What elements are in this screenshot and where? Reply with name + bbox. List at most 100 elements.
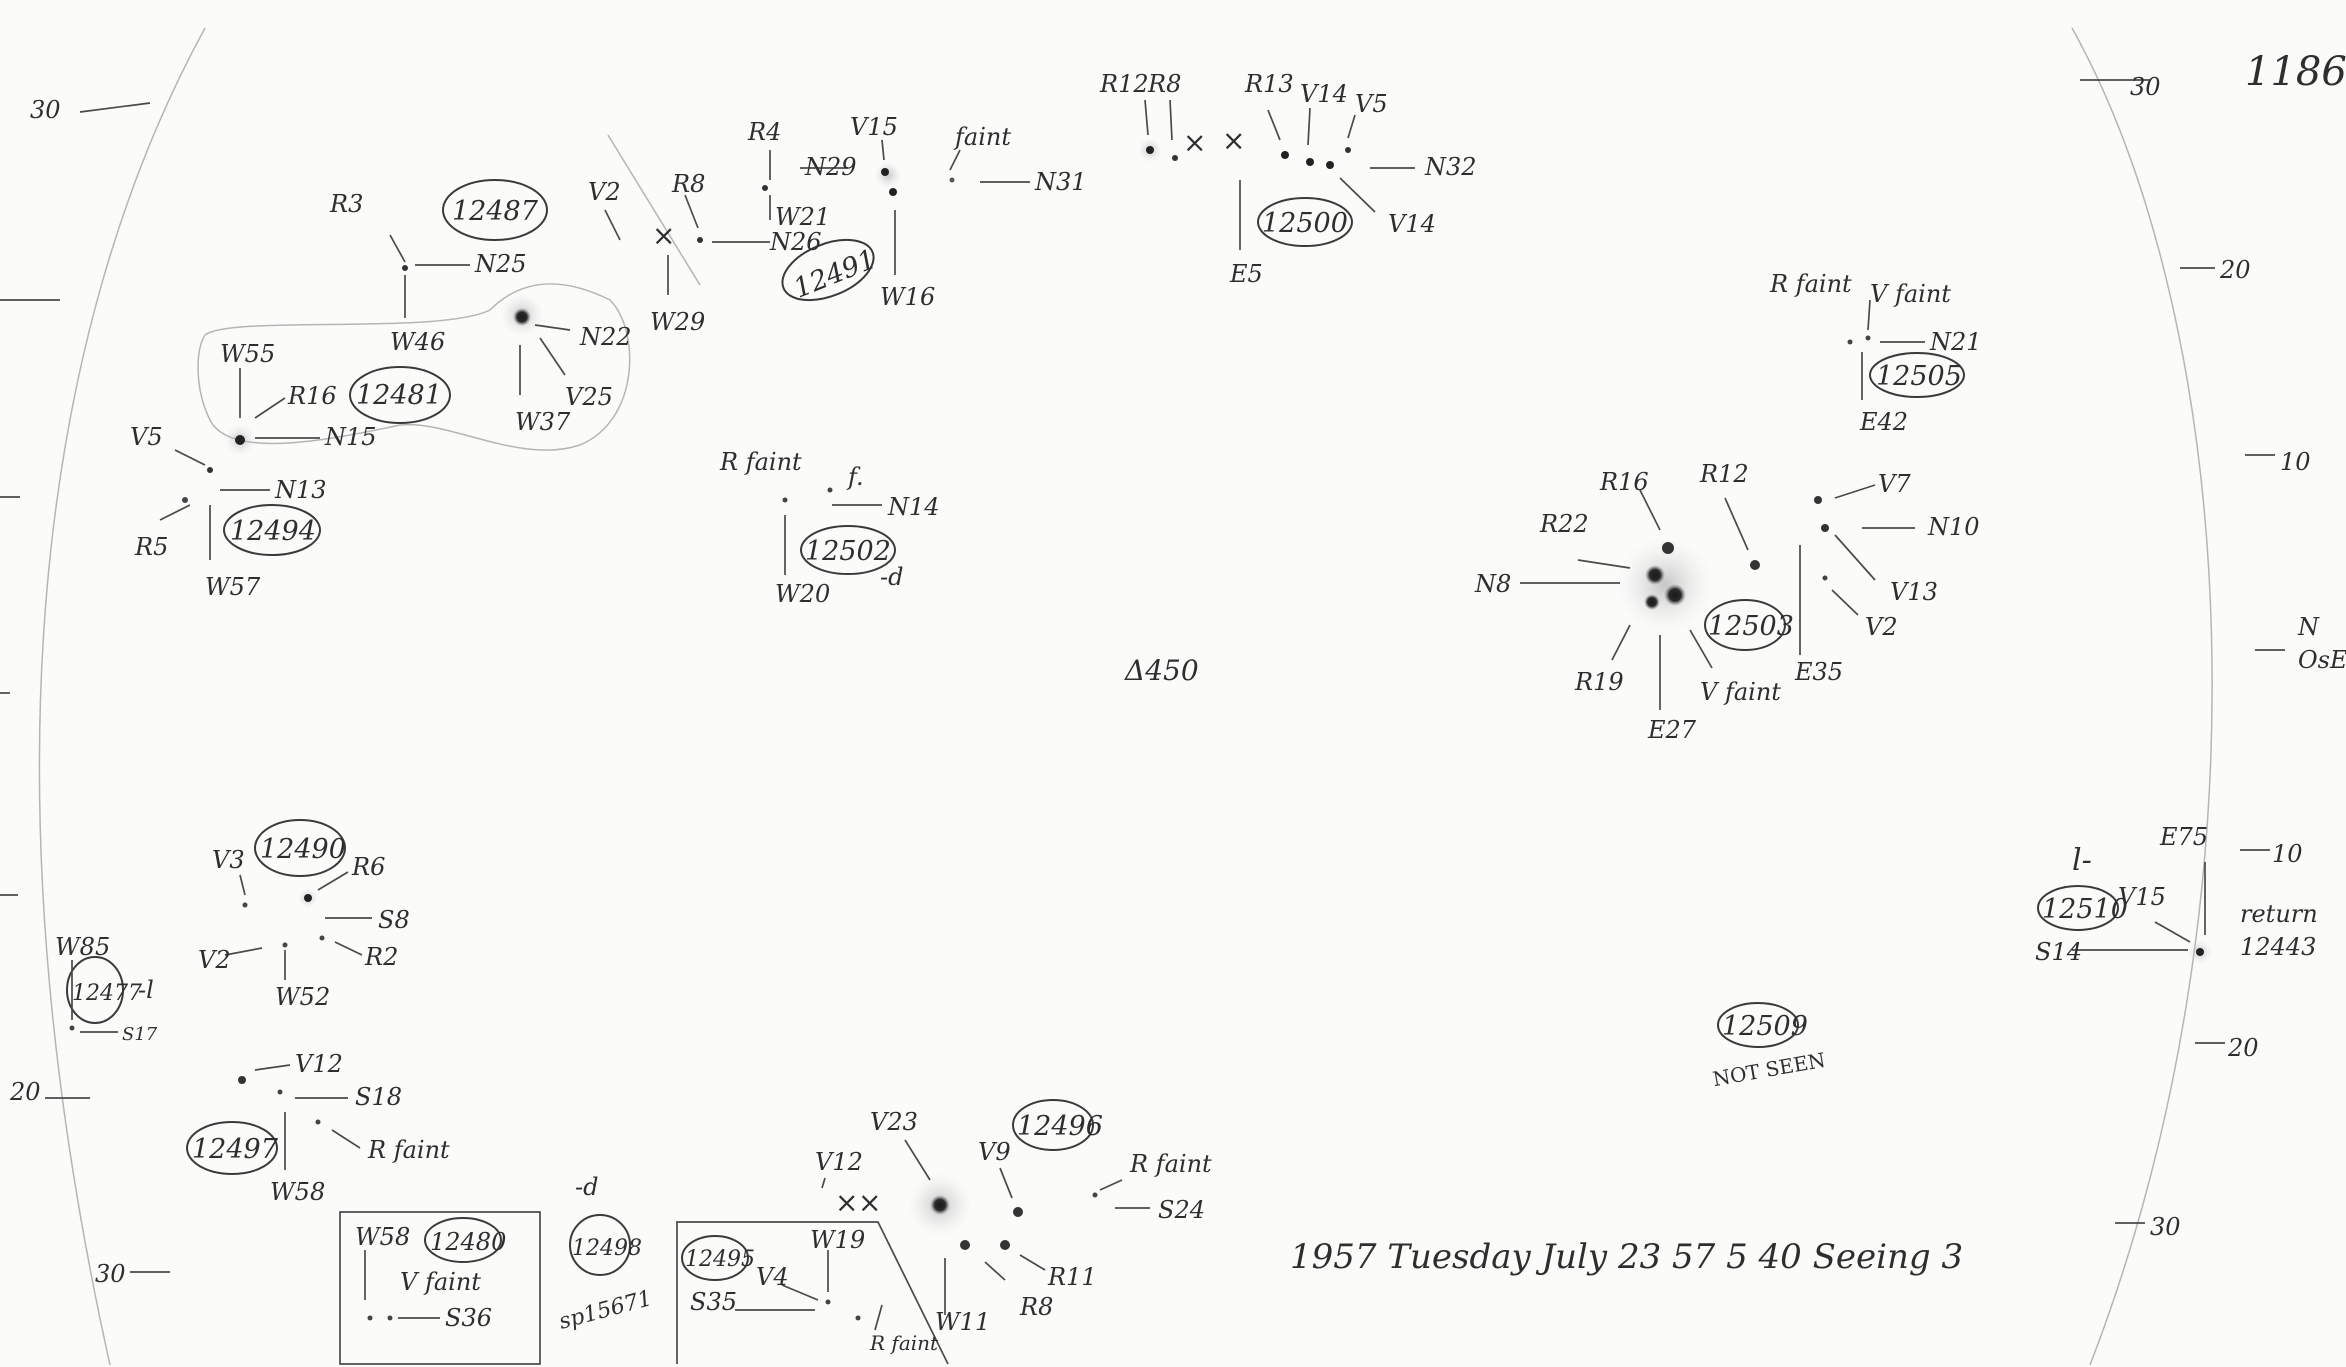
sunspot — [825, 1299, 831, 1305]
group-12498: 12498 -d sp15671 — [556, 1173, 655, 1335]
sunspot — [513, 308, 531, 326]
sunspot — [1645, 565, 1665, 585]
svg-text:30: 30 — [2150, 1213, 2181, 1241]
group-12510: 12510 E75 l- V15 return 12443 S14 — [2035, 823, 2318, 966]
svg-text:R11: R11 — [1047, 1263, 1097, 1291]
cross-mark: × — [652, 219, 675, 252]
group-number-ring — [223, 504, 321, 556]
sunspot — [930, 1195, 950, 1215]
sunspot — [182, 497, 188, 503]
svg-text:V13: V13 — [1890, 578, 1938, 606]
sunspot — [1821, 524, 1829, 532]
svg-text:OsE: OsE — [2298, 646, 2346, 674]
group-12497: 12497 V12 S18 R faint W58 — [186, 1050, 450, 1206]
svg-text:V23: V23 — [870, 1108, 918, 1136]
group-number-ring — [2037, 885, 2119, 931]
svg-text:V14: V14 — [1388, 210, 1436, 238]
svg-text:R faint: R faint — [719, 448, 802, 476]
svg-text:N13: N13 — [274, 476, 327, 504]
group-12502: 12502 R faint f. N14 W20 -d — [719, 448, 940, 608]
group-12477: 12477 W85 -l S17 — [55, 933, 158, 1045]
svg-text:E27: E27 — [1647, 716, 1697, 744]
group-number-ring — [1717, 1002, 1799, 1048]
svg-text:R faint: R faint — [367, 1136, 450, 1164]
svg-text:R5: R5 — [134, 533, 168, 561]
svg-text:N26: N26 — [769, 228, 822, 256]
svg-text:l-: l- — [2072, 843, 2092, 878]
svg-text:f.: f. — [846, 463, 864, 491]
group-number-ring — [66, 956, 124, 1024]
svg-text:-d: -d — [575, 1173, 598, 1201]
svg-text:N14: N14 — [887, 493, 940, 521]
sunspot — [697, 237, 703, 243]
group-number-ring — [349, 366, 451, 424]
svg-text:30: 30 — [95, 1260, 126, 1288]
sunspot — [277, 1089, 283, 1095]
svg-text:V2: V2 — [198, 946, 231, 974]
svg-text:R19: R19 — [1574, 668, 1624, 696]
svg-text:N29: N29 — [804, 153, 857, 181]
group-12495: 12495 W19 V4 S35 R faint — [676, 1221, 949, 1365]
group-12480: 12480 W58 V faint S36 — [339, 1211, 541, 1365]
svg-text:W11: W11 — [935, 1308, 990, 1336]
svg-text:R12: R12 — [1699, 460, 1749, 488]
svg-text:V faint: V faint — [1870, 280, 1951, 308]
sunspot — [827, 487, 833, 493]
svg-text:V9: V9 — [978, 1138, 1011, 1166]
svg-text:W58: W58 — [270, 1178, 325, 1206]
svg-text:W58: W58 — [355, 1223, 410, 1251]
svg-text:V15: V15 — [2118, 883, 2166, 911]
group-number-ring — [254, 819, 346, 877]
sunspot — [1644, 594, 1660, 610]
group-number: 12500 — [1262, 208, 1348, 239]
sunspot — [1306, 158, 1314, 166]
group-number: 12505 — [1876, 361, 1962, 392]
group-number-ring — [569, 1214, 631, 1276]
svg-text:R16: R16 — [287, 382, 337, 410]
sunspot — [1172, 155, 1178, 161]
sunspot — [1822, 575, 1828, 581]
svg-text:20: 20 — [2227, 1034, 2259, 1062]
svg-text:N10: N10 — [1927, 513, 1980, 541]
svg-text:W21: W21 — [775, 203, 830, 231]
sunspot — [782, 497, 788, 503]
sunspot — [304, 894, 312, 902]
svg-text:V4: V4 — [756, 1263, 789, 1291]
svg-text:V15: V15 — [850, 113, 898, 141]
svg-text:W37: W37 — [515, 408, 571, 436]
svg-text:V25: V25 — [565, 383, 613, 411]
sunspot — [1146, 146, 1154, 154]
group-number: 12498 — [572, 1236, 642, 1261]
group-number: 12510 — [2042, 894, 2128, 925]
svg-text:W52: W52 — [275, 983, 330, 1011]
svg-text:30: 30 — [30, 96, 61, 124]
sunspot — [207, 467, 213, 473]
svg-text:R13: R13 — [1244, 70, 1294, 98]
svg-text:R faint: R faint — [869, 1331, 939, 1355]
svg-text:V faint: V faint — [400, 1268, 481, 1296]
group-12509: 12509 NOT SEEN — [1711, 1002, 1827, 1091]
sunspot — [319, 935, 325, 941]
svg-text:sp15671: sp15671 — [556, 1286, 655, 1335]
svg-text:V14: V14 — [1300, 80, 1348, 108]
svg-text:S36: S36 — [445, 1304, 492, 1332]
svg-text:W16: W16 — [880, 283, 935, 311]
svg-text:V7: V7 — [1878, 470, 1911, 498]
group-12491: 12491 × V2 R8 W29 R4 N29 W21 N26 W16 V15… — [588, 113, 1087, 336]
group-12487: 12487 R3 N25 W46 — [329, 179, 548, 356]
svg-text:E42: E42 — [1859, 408, 1908, 436]
group-number: 12502 — [805, 536, 891, 567]
sunspot — [1865, 335, 1871, 341]
svg-text:E35: E35 — [1794, 658, 1843, 686]
sunspot — [855, 1315, 861, 1321]
sunspot — [960, 1240, 970, 1250]
svg-text:S24: S24 — [1158, 1196, 1205, 1224]
sunspot — [1013, 1207, 1023, 1217]
svg-text:S18: S18 — [355, 1083, 402, 1111]
sunspot — [402, 265, 408, 271]
group-number-ring — [1704, 599, 1786, 651]
svg-text:NOT SEEN: NOT SEEN — [1711, 1048, 1827, 1091]
group-number: 12495 — [685, 1247, 755, 1272]
svg-text:N: N — [2297, 613, 2320, 641]
